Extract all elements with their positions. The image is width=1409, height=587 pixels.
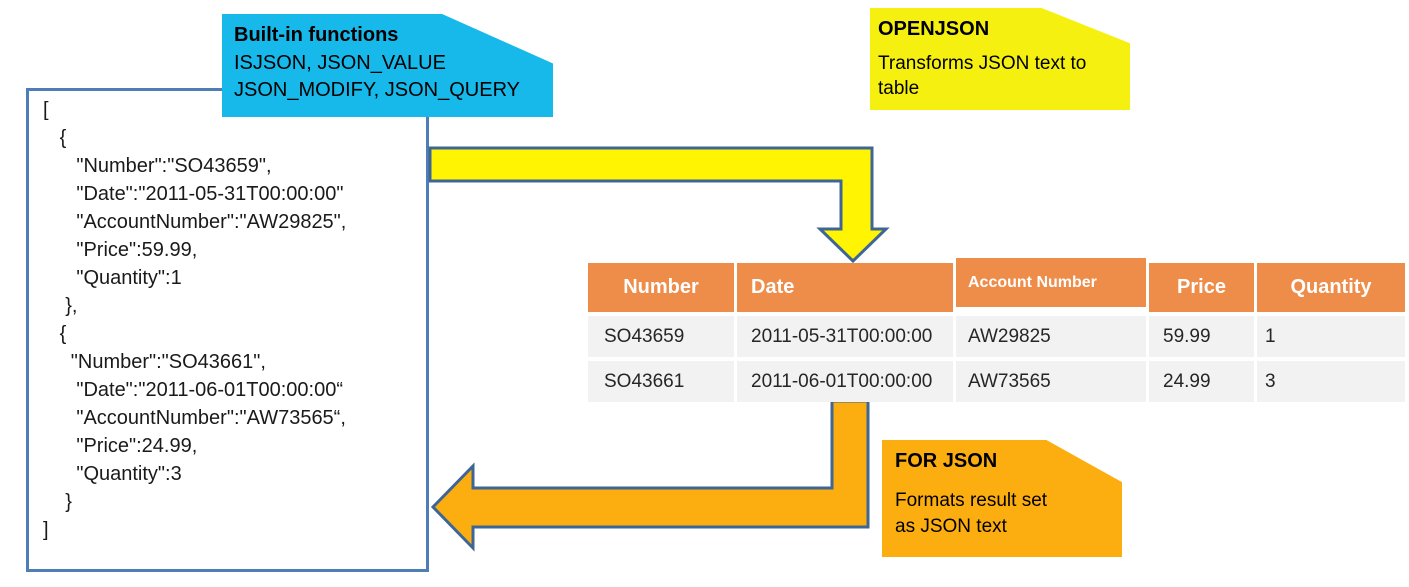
table-to-json-arrow <box>430 399 870 552</box>
table-cell: AW73565 <box>956 361 1146 402</box>
json-line: { <box>43 127 67 149</box>
json-line: ] <box>43 519 49 541</box>
builtin-functions-line: ISJSON, JSON_VALUE <box>234 52 446 74</box>
builtin-functions-callout: Built-in functions ISJSON, JSON_VALUE JS… <box>222 14 553 117</box>
builtin-functions-line: JSON_MODIFY, JSON_QUERY <box>234 79 520 101</box>
table-cell: 59.99 <box>1149 316 1254 357</box>
column-header-quantity: Quantity <box>1257 263 1405 312</box>
json-line: "AccountNumber":"AW73565“, <box>43 407 346 429</box>
json-line: "Number":"SO43661", <box>43 351 266 373</box>
json-line: "Date":"2011-06-01T00:00:00“ <box>43 379 343 401</box>
openjson-description-line: table <box>878 78 920 99</box>
table-cell: 3 <box>1257 361 1405 402</box>
table-cell: 2011-06-01T00:00:00 <box>737 361 953 402</box>
table-cell: SO43661 <box>588 361 734 402</box>
json-line: }, <box>43 295 78 317</box>
forjson-callout: FOR JSON Formats result set as JSON text <box>882 440 1122 557</box>
forjson-description-line: as JSON text <box>895 516 1007 537</box>
table-cell: 1 <box>1257 316 1405 357</box>
openjson-callout: OPENJSON Transforms JSON text to table <box>870 8 1130 110</box>
json-line: "Price":59.99, <box>43 239 198 261</box>
json-line: "Date":"2011-05-31T00:00:00" <box>43 183 344 205</box>
table-cell: 24.99 <box>1149 361 1254 402</box>
forjson-description-line: Formats result set <box>895 490 1048 511</box>
column-header-price: Price <box>1149 263 1254 312</box>
column-header-date: Date <box>737 263 953 312</box>
json-code: [ { "Number":"SO43659", "Date":"2011-05-… <box>43 96 422 544</box>
json-line: "Quantity":3 <box>43 463 182 485</box>
forjson-title: FOR JSON <box>895 450 998 472</box>
result-table: Number Date Account Number Price Quantit… <box>588 258 1405 402</box>
table-cell: SO43659 <box>588 316 734 357</box>
json-text-box: [ { "Number":"SO43659", "Date":"2011-05-… <box>26 88 429 572</box>
json-line: } <box>43 491 72 513</box>
json-line: "Number":"SO43659", <box>43 155 272 177</box>
table-cell: 2011-05-31T00:00:00 <box>737 316 953 357</box>
column-header-number: Number <box>588 263 734 312</box>
openjson-description-line: Transforms JSON text to <box>878 53 1087 74</box>
table-cell: AW29825 <box>956 316 1146 357</box>
json-line: "AccountNumber":"AW29825", <box>43 211 347 233</box>
openjson-title: OPENJSON <box>878 18 990 40</box>
json-line: "Price":24.99, <box>43 435 198 457</box>
json-line: "Quantity":1 <box>43 267 182 289</box>
builtin-functions-title: Built-in functions <box>234 24 399 46</box>
column-header-account: Account Number <box>956 258 1146 307</box>
json-line: { <box>43 323 67 345</box>
json-line: [ <box>43 99 49 121</box>
json-to-table-arrow <box>428 146 890 264</box>
